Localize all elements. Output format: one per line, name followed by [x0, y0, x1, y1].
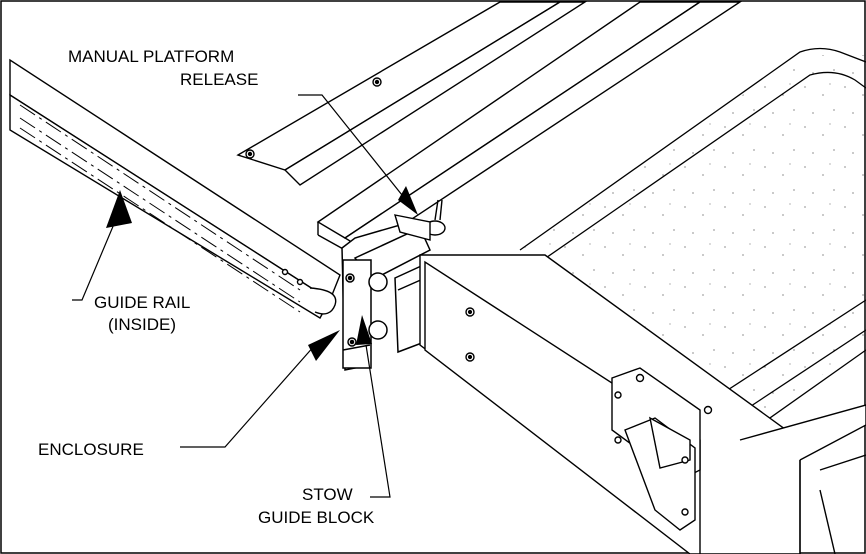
label-guide-rail: GUIDE RAIL [94, 293, 190, 312]
label-release: RELEASE [180, 70, 258, 89]
guide-rail-beam [9, 58, 341, 319]
label-manual-platform: MANUAL PLATFORM [68, 47, 234, 66]
arrowheads [106, 186, 418, 361]
release-pin [394, 199, 446, 241]
label-inside: (INSIDE) [108, 315, 176, 334]
top-bar [316, 1, 743, 251]
leaders [72, 94, 415, 498]
platform-deck [519, 47, 866, 426]
support-channel [419, 254, 801, 554]
mounting-bracket [611, 367, 866, 554]
label-guide-block: GUIDE BLOCK [258, 508, 375, 527]
side-rail-far [236, 1, 588, 186]
label-enclosure: ENCLOSURE [38, 440, 144, 459]
label-stow: STOW [302, 485, 353, 504]
